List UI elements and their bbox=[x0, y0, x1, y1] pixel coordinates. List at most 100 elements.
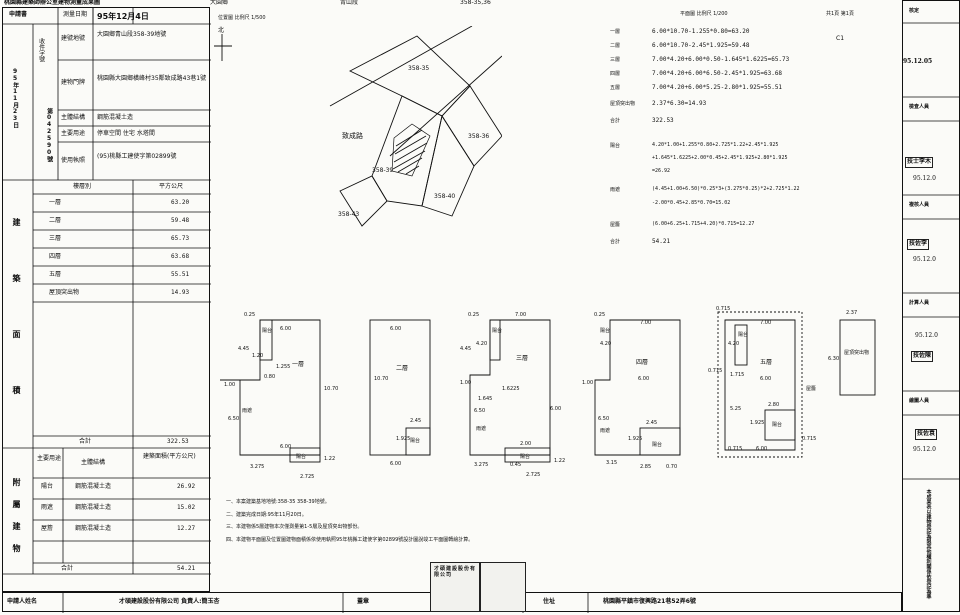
applicant-label: 申請人姓名 bbox=[7, 598, 38, 605]
table-grid bbox=[3, 8, 211, 575]
license-value: (95)桃縣工建使字第02899號 bbox=[97, 153, 177, 160]
calc-expr: 6.00*10.70-1.255*0.80=63.20 bbox=[652, 28, 750, 35]
dim-label: 1.645 bbox=[478, 396, 492, 402]
floor-area: 59.48 bbox=[171, 217, 190, 224]
calc-expr: 7.00*4.20+6.00*5.25-2.80*1.925=55.51 bbox=[652, 84, 783, 91]
calc-label: 合計 bbox=[610, 239, 621, 245]
dim-label: 0.25 bbox=[468, 312, 479, 318]
dim-label: 4.45 bbox=[460, 346, 471, 352]
note-line: 三、本建物係5層建物本次僅測量第1-5層及屋頂突出物部份。 bbox=[226, 524, 363, 530]
inspector-label: 檢查人員 bbox=[909, 104, 930, 110]
calc-expr: +1.645*1.6225+2.00*0.45+2.45*1.925+2.80*… bbox=[652, 155, 788, 161]
dim-label: 6.50 bbox=[598, 416, 609, 422]
dim-label: 2.725 bbox=[526, 472, 540, 478]
dim-label: 0.80 bbox=[264, 374, 275, 380]
calc-expr: 322.53 bbox=[652, 117, 674, 124]
right-approval-panel: 核定 95.12.05 檢查人員 技士李木 95.12.0 複核人員 技佐李 9… bbox=[902, 0, 960, 612]
dim-label: 1.925 bbox=[396, 436, 410, 442]
dim-label: 1.925 bbox=[750, 420, 764, 426]
calc-expr: 7.00*4.20+6.00*0.50-1.645*1.6225=65.73 bbox=[652, 56, 790, 63]
company-seal-text: 才碩建設股份有限公司 bbox=[434, 566, 477, 578]
dim-label: 0.25 bbox=[594, 312, 605, 318]
dim-label: 4.20 bbox=[476, 341, 487, 347]
dim-label: 1.22 bbox=[554, 458, 565, 464]
dim-label: 6.00 bbox=[760, 376, 771, 382]
dim-label: 0.25 bbox=[244, 312, 255, 318]
dim-label: 4.45 bbox=[238, 346, 249, 352]
attached-area: 26.92 bbox=[177, 483, 196, 490]
left-info-table: 申請書 測量日期 95年12月4日 95年11月23日 收件字號 第042590… bbox=[2, 7, 211, 592]
company-seal-stamp: 才碩建設股份有限公司 bbox=[430, 562, 480, 612]
attached-use: 屋簷 bbox=[41, 525, 54, 532]
dim-label: 0.715 bbox=[716, 306, 730, 312]
attached-header-c: 建築面積(平方公尺) bbox=[143, 453, 196, 460]
dim-label: 7.00 bbox=[515, 312, 526, 318]
dim-label: 7.00 bbox=[760, 320, 771, 326]
right-panel-grid bbox=[903, 22, 960, 480]
floor-name: 三層 bbox=[49, 235, 62, 242]
calc-expr: =26.92 bbox=[652, 168, 671, 174]
dim-label: 0.715 bbox=[708, 368, 722, 374]
plan-scale-label: 平面圖 比例尺 1/200 bbox=[680, 11, 728, 17]
dim-label: 2.45 bbox=[646, 420, 657, 426]
plan-room-label: 屋簷 bbox=[806, 385, 816, 392]
plan-3-outline bbox=[469, 319, 551, 456]
seal-label: 蓋章 bbox=[357, 598, 370, 605]
note-line: 一、本案建築基地地號:358-35 358-39地號。 bbox=[226, 499, 330, 505]
building-address-label: 建號地號 bbox=[61, 35, 86, 42]
calc-label: 一層 bbox=[610, 29, 621, 35]
building-address-value: 大園鄉青山段358-39地號 bbox=[97, 31, 167, 38]
plan-floor-name: 四層 bbox=[636, 359, 648, 366]
calc-label: 陽台 bbox=[610, 143, 621, 149]
floors-header-a: 樓層別 bbox=[73, 183, 92, 190]
floors-header-b: 平方公尺 bbox=[159, 183, 184, 190]
calc-label: 三層 bbox=[610, 57, 621, 63]
floor-name: 二層 bbox=[49, 217, 62, 224]
top-section: 青山段 bbox=[340, 0, 359, 6]
lot-label: 358-40 bbox=[434, 193, 455, 200]
dim-label: 4.20 bbox=[600, 341, 611, 347]
address-label: 住址 bbox=[543, 598, 556, 605]
license-label: 使用執照 bbox=[61, 157, 86, 164]
main-use-value: 停車空間 住宅 水塔間 bbox=[97, 130, 155, 137]
attached-use: 雨遮 bbox=[41, 504, 54, 511]
floor-area: 63.68 bbox=[171, 253, 190, 260]
calc-label: 雨遮 bbox=[610, 187, 621, 193]
document-title: 桃園縣建築師辦公室建物測量成果圖 bbox=[4, 0, 101, 6]
plan-floor-name: 三層 bbox=[516, 355, 528, 362]
calc-expr: 7.00*4.20+6.00*6.50-2.45*1.925=63.68 bbox=[652, 70, 783, 77]
plan-2-outline bbox=[369, 319, 431, 456]
plan-room-label: 陽台 bbox=[492, 327, 502, 334]
plan-room-label: 陽台 bbox=[772, 421, 782, 428]
lot-label: 358-39 bbox=[372, 167, 393, 174]
main-use-label: 主要用途 bbox=[61, 130, 86, 137]
floor-area: 14.93 bbox=[171, 289, 190, 296]
dim-label: 4.20 bbox=[728, 341, 739, 347]
dim-label: 3.275 bbox=[474, 462, 488, 468]
dim-label: 6.00 bbox=[390, 461, 401, 467]
dim-label: 2.80 bbox=[768, 402, 779, 408]
dim-label: 1.6225 bbox=[502, 386, 520, 392]
dim-label: 1.255 bbox=[276, 364, 290, 370]
dim-label: 6.00 bbox=[280, 444, 291, 450]
attached-struct: 鋼筋混凝土造 bbox=[75, 504, 112, 511]
inspector-date: 95.12.0 bbox=[913, 175, 936, 182]
attached-area: 12.27 bbox=[177, 525, 196, 532]
dim-label: 10.70 bbox=[374, 376, 388, 382]
plan-room-label: 陽台 bbox=[410, 437, 420, 444]
dim-label: 2.00 bbox=[520, 441, 531, 447]
dim-label: 6.50 bbox=[228, 416, 239, 422]
dim-label: 10.70 bbox=[324, 386, 338, 392]
plan-room-label: 雨遮 bbox=[600, 427, 610, 434]
subtotal-value: 322.53 bbox=[167, 438, 189, 445]
calc-label: 屋簷 bbox=[610, 222, 621, 228]
dim-label: 6.00 bbox=[756, 446, 767, 452]
dim-label: 0.70 bbox=[666, 464, 677, 470]
calc-expr: 6.00*10.70-2.45*1.925=59.48 bbox=[652, 42, 750, 49]
dim-label: 1.715 bbox=[730, 372, 744, 378]
vertical-attached: 附屬建物 bbox=[12, 478, 21, 566]
calc-label: 四層 bbox=[610, 71, 621, 77]
calc-label: 屋頂突出物 bbox=[610, 101, 636, 107]
dim-label: 1.00 bbox=[460, 380, 471, 386]
plan-5-outline bbox=[724, 319, 796, 451]
